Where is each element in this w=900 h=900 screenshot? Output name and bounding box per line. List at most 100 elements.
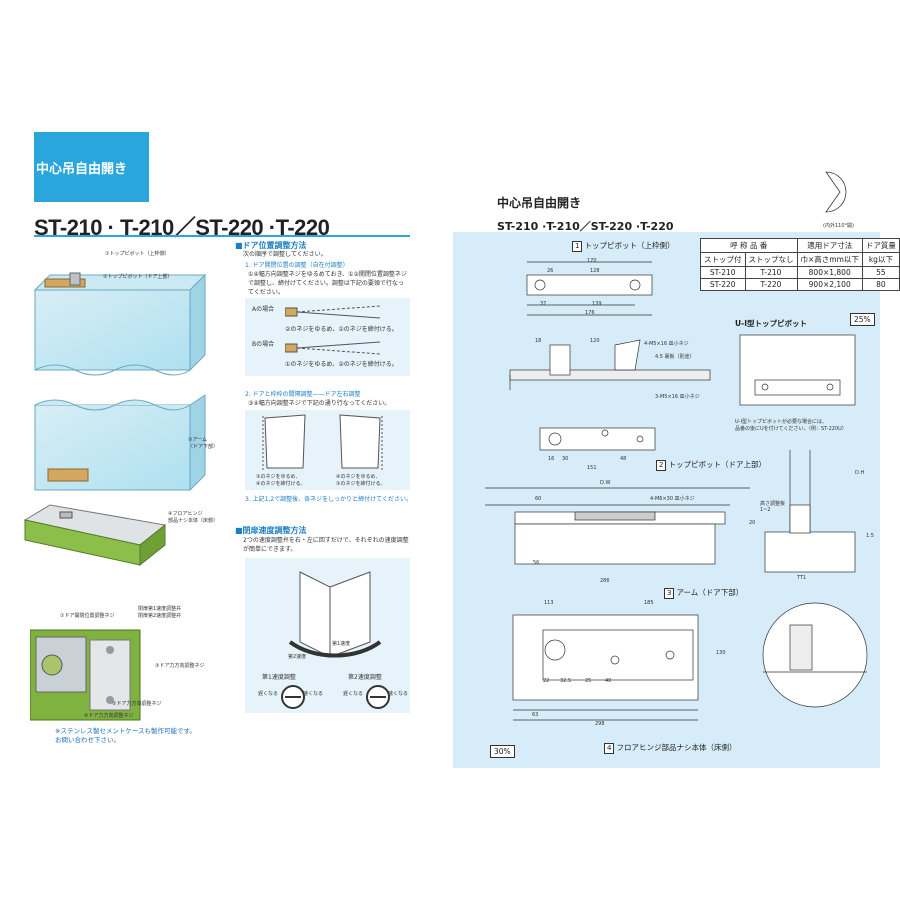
dim-30: 30: [562, 456, 569, 462]
callout-top-pivot-frame: ①トップピボット（上枠側）: [105, 251, 170, 257]
dim-120: 120: [590, 338, 600, 344]
dim-185: 185: [644, 600, 654, 606]
ui-pivot-label: U-Ⅰ型トップピボット: [735, 319, 807, 328]
dim-32-5: 32.5: [560, 678, 572, 684]
table-cell: 80: [861, 278, 900, 291]
part4-text: フロアヒンジ部品ナシ本体（床側）: [616, 743, 737, 752]
inset-label-1: 閉扉第1速度調整弁: [138, 606, 182, 612]
part2-text: トップピボット（ドア上部）: [668, 460, 766, 469]
category-tab: 中心吊自由開き: [34, 132, 149, 202]
dim-26: 26: [547, 268, 554, 274]
stainless-note: ※ステンレス製セメントケースも製作可能です。 お問い合わせ下さい。: [55, 727, 196, 744]
step2-body: ③④幅方向調整ネジで下記の通り行なってください。: [248, 400, 391, 407]
left-right-diagram: [262, 414, 383, 470]
dim-18: 18: [535, 338, 542, 344]
door-position-intro: 次の順序で調整してください。: [243, 251, 327, 258]
drawing-scale: 30%: [490, 745, 515, 758]
table-row: ST-220 T-220 900×2,100 80: [700, 278, 900, 291]
step2-title: 2. ドアと枠枠の間隔調整——ドア左右調整: [245, 391, 361, 398]
table-cell: ST-220: [700, 278, 746, 291]
case-b-note: ①のネジをゆるめ、②のネジを締付ける。: [285, 361, 398, 368]
adjust-plate-note: 高さ調整板 1~2: [760, 501, 786, 513]
right-caption: ④のネジをゆるめ、 ③のネジを締付ける。: [336, 474, 386, 487]
case-a-diagram: [285, 305, 381, 319]
case-b-label: Bの場合: [252, 341, 275, 348]
inset-label-4: ③ドア力方向調整ネジ: [155, 663, 205, 669]
right-model-title: ST-210 ·T-210／ST-220 ·T-220: [497, 220, 674, 233]
dim-backplate-1: 4.5 裏板（別途）: [655, 354, 695, 360]
right-category: 中心吊自由開き: [497, 196, 582, 210]
case-a-note: ②のネジをゆるめ、①のネジを締付ける。: [285, 326, 398, 333]
part4-number: 4: [604, 743, 615, 754]
part1-text: トップピボット（上枠側）: [584, 241, 675, 250]
table-cell: 900×2,100: [796, 278, 863, 291]
dim-40: 40: [605, 678, 612, 684]
spec-table: 呼 称 品 番 適用ドア寸法 ドア質量 ストップ付 ストップなし 巾×高さmm以…: [700, 238, 900, 291]
inset-label-3: 閉扉第2速度調整弁: [138, 613, 182, 619]
step1-title: 1. ドア開閉位置の調整（自在付調整）: [245, 262, 349, 269]
callout-top-pivot-door: ②トップピボット（ドア上部）: [103, 274, 173, 280]
dim-151: 151: [587, 465, 597, 471]
case-a-label: Aの場合: [252, 306, 275, 313]
dim-screws-3m5: 3-M5×16 皿小ネジ: [655, 394, 700, 400]
adjust-panel-ab: [245, 298, 410, 376]
knob2-label: 第2速度調整: [348, 674, 382, 681]
case-b-diagram: [285, 341, 381, 355]
fast-label-1: 速くなる: [303, 691, 324, 697]
step1-body: ①④幅方向調整ネジをゆるめておき、①②開閉位置調整ネジで調整し、締付けてください…: [248, 271, 407, 296]
second-speed-label: 第2速度: [288, 654, 307, 660]
dim-298: 298: [595, 721, 605, 727]
callout-floor-hinge: ④フロアヒンジ 部品ナシ本体（床側）: [168, 511, 219, 524]
ui-pivot-note: U-Ⅰ型トップピボットが必要な場合には、 品番の後にUを付けてください。（例：S…: [735, 419, 847, 432]
dim-128: 128: [590, 268, 600, 274]
dim-56: 56: [533, 560, 540, 566]
door-swing-diagram: [288, 571, 382, 658]
table-row: ST-210 T-210 800×1,800 55: [700, 266, 900, 279]
dim-25: 25: [585, 678, 592, 684]
first-speed-label: 第1速度: [332, 641, 351, 647]
dim-63: 63: [532, 712, 539, 718]
dim-dh: D.H: [855, 470, 865, 476]
inset-label-5: ②ドア力方向調整ネジ: [112, 701, 162, 707]
dim-60: 60: [535, 496, 542, 502]
adjustment-inset: [30, 629, 141, 721]
dim-1-5: 1.5: [866, 533, 874, 539]
category-label: 中心吊自由開き: [36, 161, 128, 177]
left-caption: ③のネジをゆるめ、 ④のネジを締付ける。: [256, 474, 306, 487]
floor-hinge-illustration: [23, 504, 167, 567]
speed-knobs: [281, 685, 390, 709]
knob1-label: 第1速度調整: [262, 674, 296, 681]
ui-pivot-scale: 25%: [850, 313, 875, 326]
slow-label-1: 遅くなる: [258, 691, 279, 697]
part3-number: 3: [664, 588, 675, 599]
dim-37: 37: [540, 301, 547, 307]
dim-dw: D.W: [600, 480, 611, 486]
inset-label-6: ④ドア力方向調整ネジ: [84, 713, 134, 719]
technical-drawing: [485, 261, 868, 721]
dim-20: 20: [749, 520, 756, 526]
fast-label-2: 速くなる: [388, 691, 409, 697]
door-illustration: [33, 272, 207, 492]
dim-170: 170: [587, 258, 597, 264]
swing-angle-icon: [825, 171, 847, 213]
part3-text: アーム（ドア下部）: [676, 588, 744, 597]
part1-number: 1: [572, 241, 583, 252]
dim-tt: TT1: [797, 575, 807, 581]
dim-16: 16: [548, 456, 555, 462]
dim-286: 286: [600, 578, 610, 584]
dim-screws-4m6: 4-M6×30 皿小ネジ: [650, 496, 695, 502]
dim-113: 113: [544, 600, 554, 606]
dim-139: 139: [592, 301, 602, 307]
closing-speed-body: 2つの速度調整弁を右・左に回すだけで、それぞれの速度調整が簡単にできます。: [243, 537, 409, 553]
door-position-heading: ■ドア位置調整方法: [235, 241, 307, 250]
step3: 3. 上記1,2で調整後、各ネジをしっかりと締付けてください。: [245, 496, 412, 503]
dim-48: 48: [620, 456, 627, 462]
dim-176: 176: [585, 310, 595, 316]
slow-label-2: 遅くなる: [343, 691, 364, 697]
closing-speed-heading: ■閉扉速度調整方法: [235, 526, 307, 535]
dim-22: 22: [543, 678, 550, 684]
title-divider: [34, 235, 410, 237]
